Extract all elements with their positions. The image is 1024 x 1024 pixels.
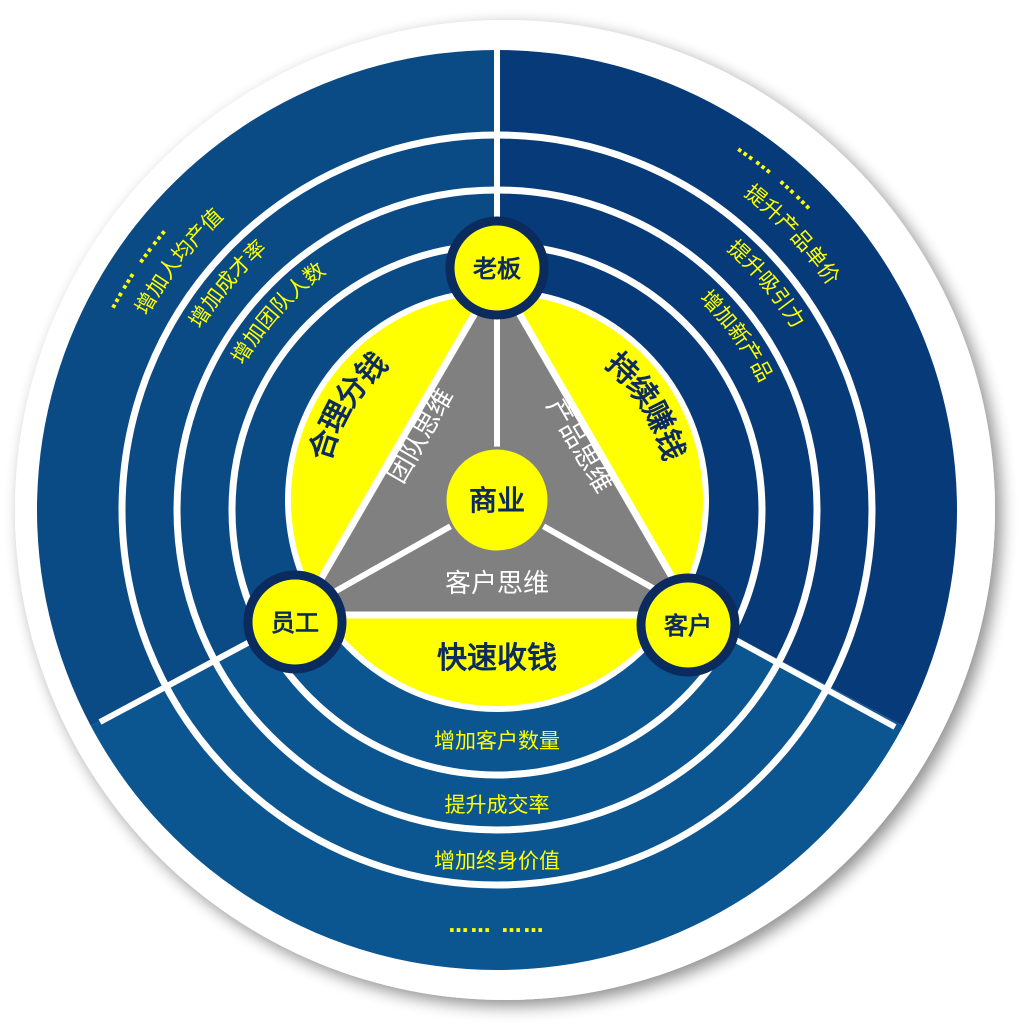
node-employee: 员工	[243, 570, 347, 674]
bottom-ring-ellipsis: …… ……	[449, 913, 546, 937]
triangle-label-bottom: 客户思维	[445, 569, 549, 599]
bottom-ring-label: 提升成交率	[445, 793, 550, 817]
center-circle	[443, 446, 551, 554]
node-customer: 客户	[636, 573, 740, 677]
center-label: 商业	[469, 484, 525, 517]
bottom-ring-label: 增加客户数量	[434, 729, 560, 753]
bottom-ring-labels: 增加客户数量 提升成交率 增加终身价值 …… ……	[434, 729, 560, 937]
svg-text:老板: 老板	[473, 255, 522, 283]
node-boss: 老板	[445, 216, 549, 320]
yellow-label-bottom: 快速收钱	[437, 641, 557, 676]
svg-text:员工: 员工	[271, 609, 319, 637]
bottom-ring-label: 增加终身价值	[434, 849, 560, 873]
svg-text:客户: 客户	[664, 612, 712, 640]
